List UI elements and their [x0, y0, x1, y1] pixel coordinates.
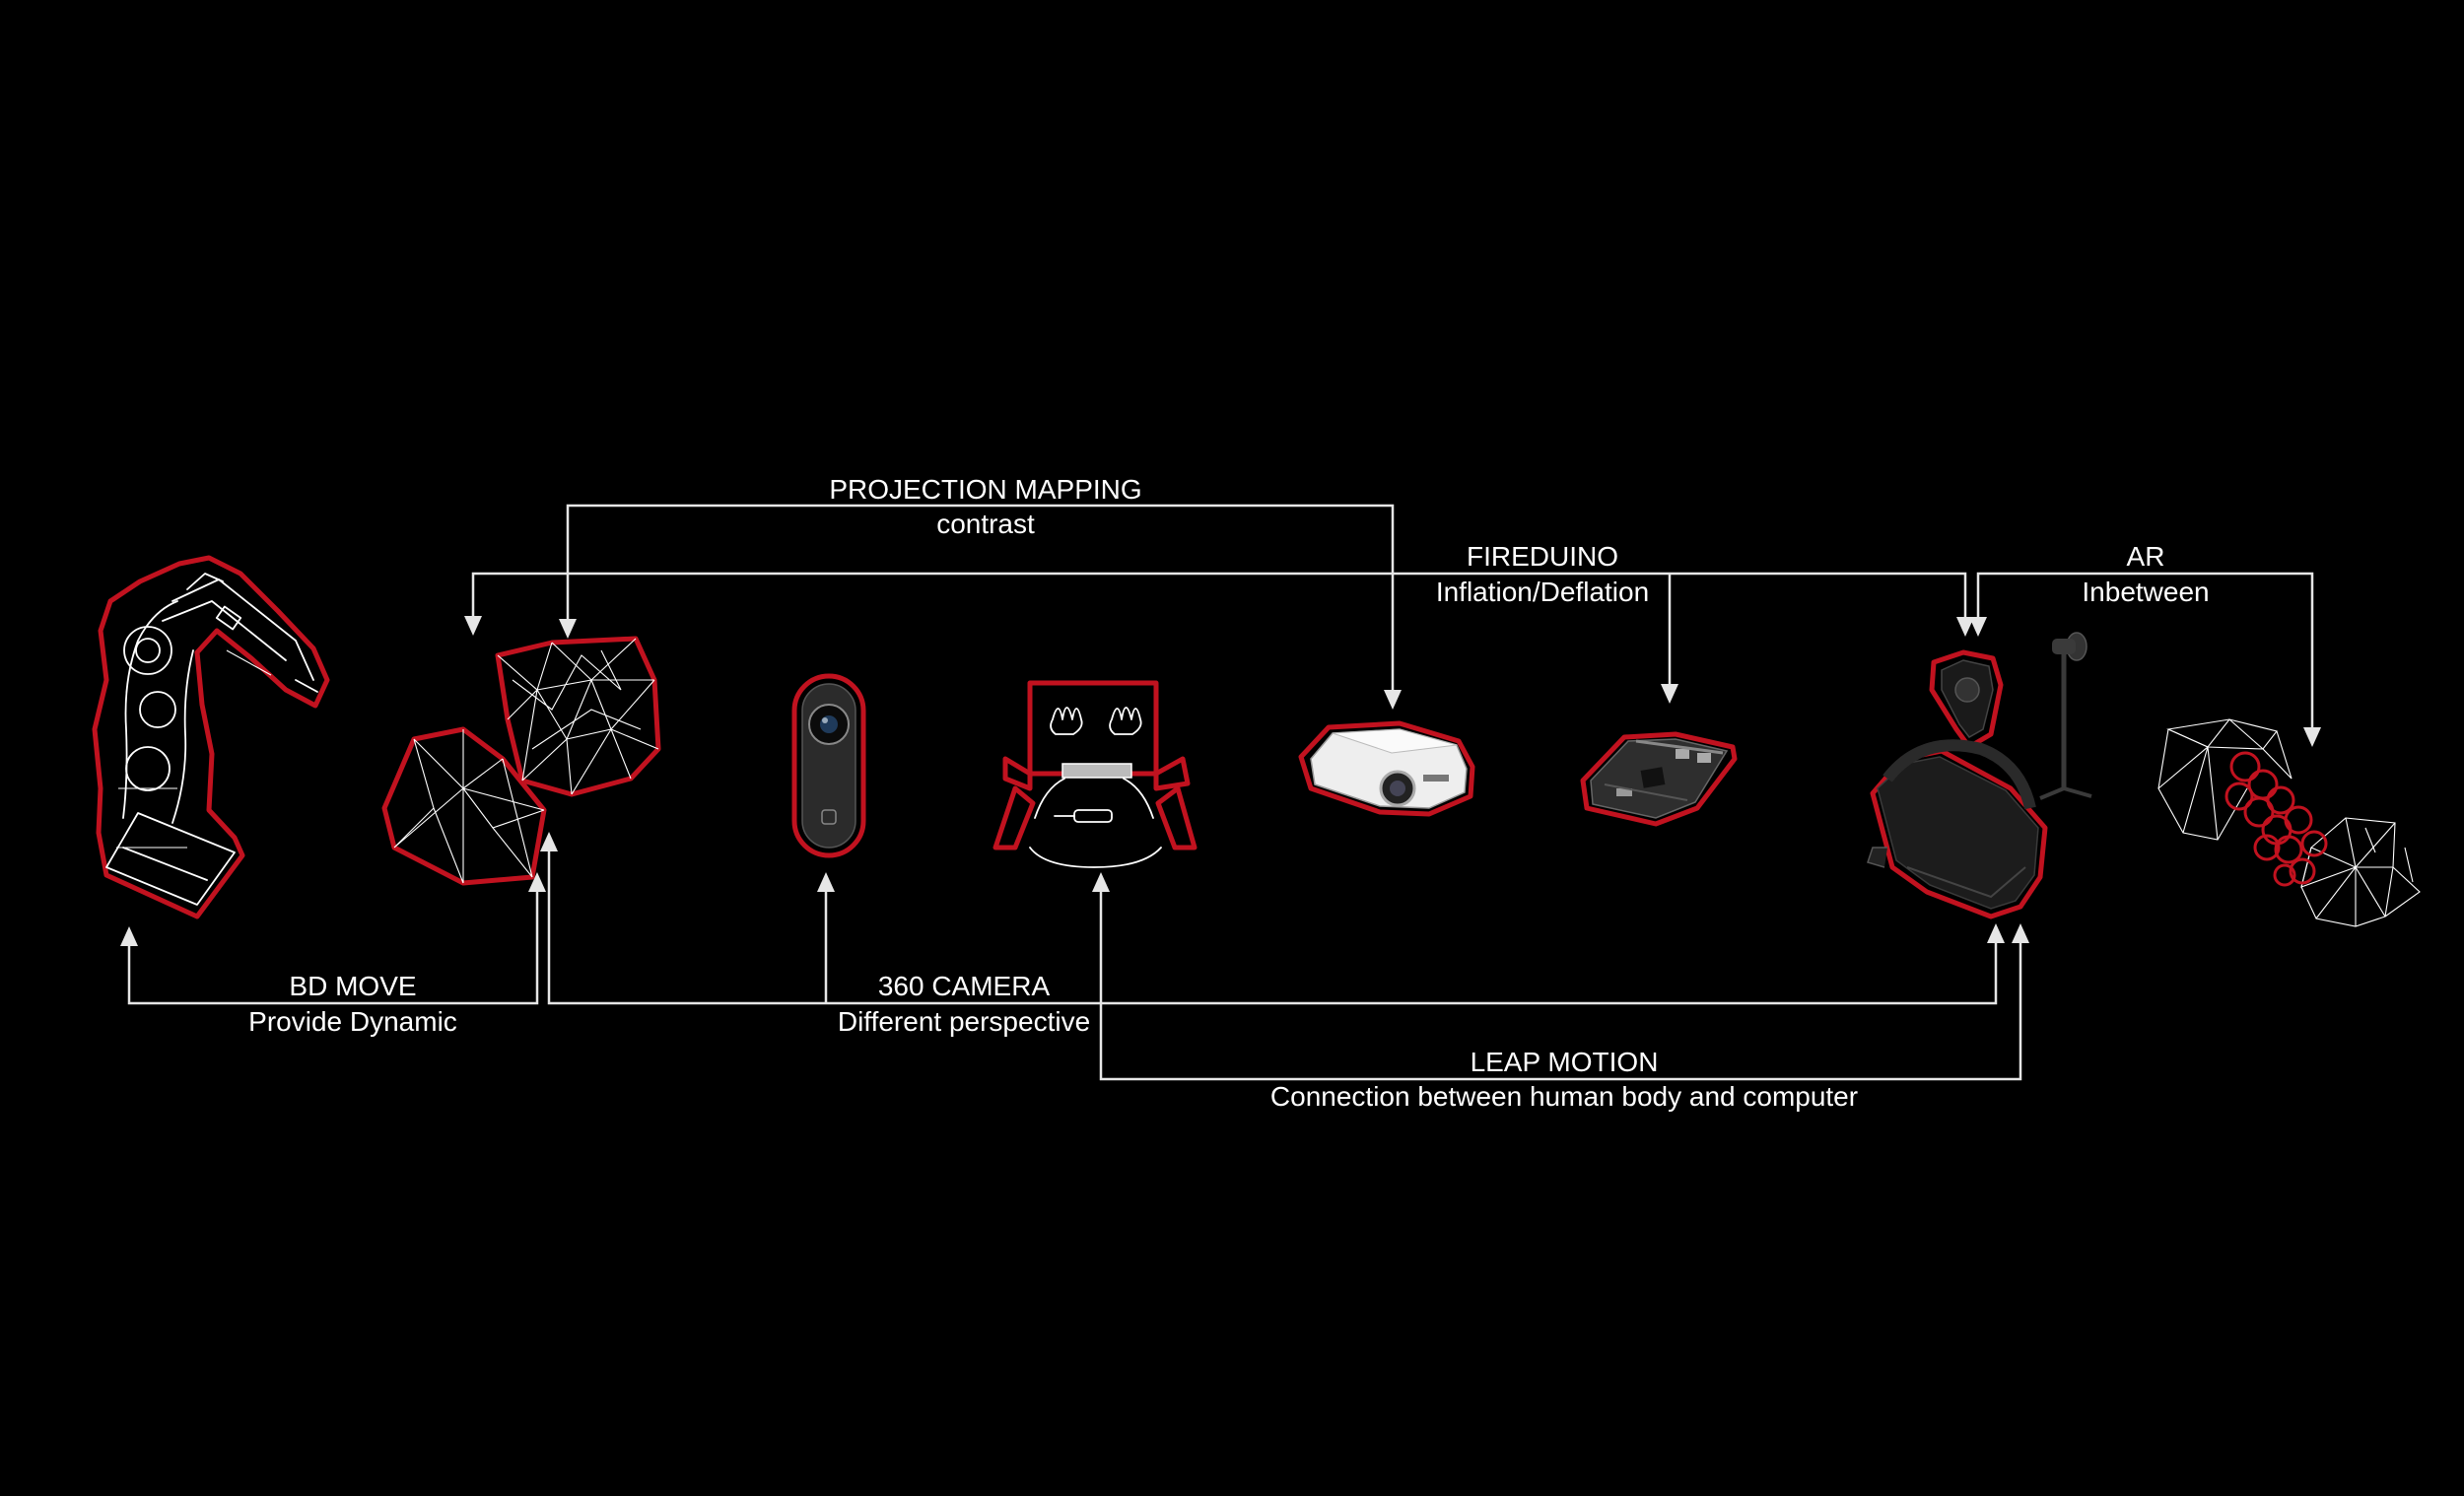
ar-structure-icon — [2157, 718, 2421, 927]
360-camera-title: 360 CAMERA — [878, 971, 1051, 1001]
fireduino-subtitle: Inflation/Deflation — [1436, 577, 1649, 607]
360-camera-icon — [791, 673, 866, 858]
circuit-board-icon — [1580, 731, 1738, 827]
connector-bd-move — [120, 872, 546, 1005]
fireduino-title: FIREDUINO — [1467, 541, 1618, 572]
projection-mapping-title: PROJECTION MAPPING — [829, 474, 1141, 505]
triangulated-inflatable-icon — [381, 636, 661, 886]
projector-icon — [1298, 720, 1475, 817]
industrial-robot-arm-icon — [92, 555, 330, 919]
hands-leap-motion-icon — [992, 680, 1198, 868]
connector-projection-mapping — [559, 504, 1402, 710]
360-camera-subtitle: Different perspective — [838, 1006, 1090, 1037]
projection-mapping-subtitle: contrast — [936, 509, 1035, 539]
connector-fireduino — [464, 572, 1974, 704]
leap-motion-title: LEAP MOTION — [1471, 1047, 1659, 1077]
connector-360-camera — [540, 832, 2005, 1005]
leap-motion-subtitle: Connection between human body and comput… — [1270, 1081, 1858, 1112]
ar-title: AR — [2127, 541, 2165, 572]
bd-move-subtitle: Provide Dynamic — [248, 1006, 457, 1037]
ar-subtitle: Inbetween — [2082, 577, 2209, 607]
bd-move-title: BD MOVE — [289, 971, 416, 1001]
vr-headset-icon — [1867, 632, 2092, 919]
connector-leap-motion — [1092, 872, 2029, 1081]
connector-ar — [1969, 572, 2321, 747]
